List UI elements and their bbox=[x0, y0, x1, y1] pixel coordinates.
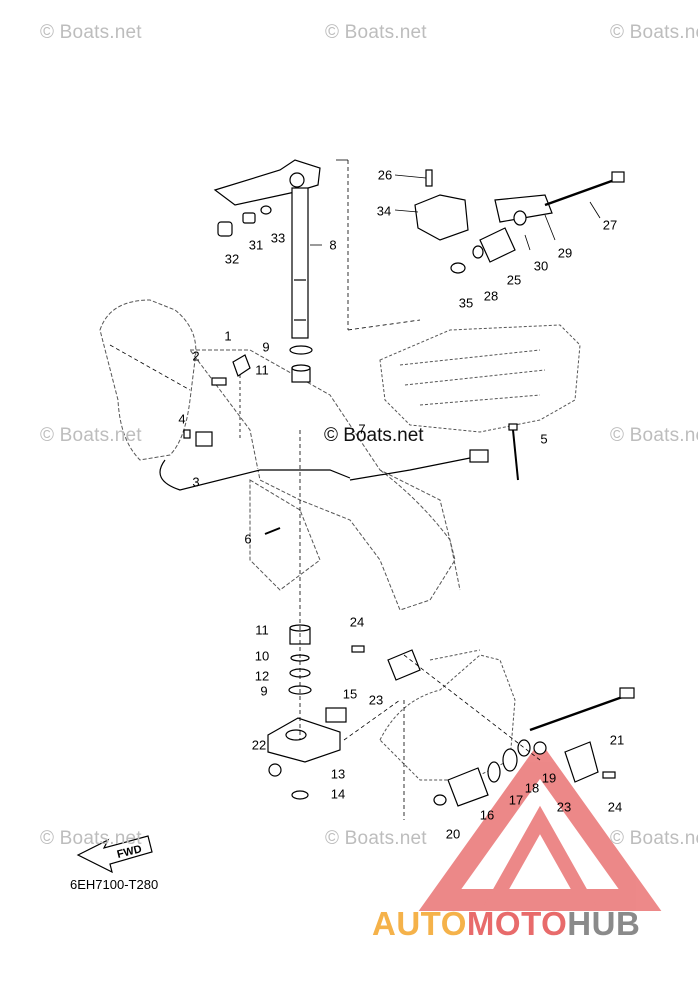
center-watermark-text: © Boats.net bbox=[324, 425, 424, 446]
watermark-text: © Boats.net bbox=[40, 425, 142, 446]
lower-mount-parts bbox=[351, 645, 635, 807]
bushing-stack-upper bbox=[289, 345, 313, 383]
brand-part-3: HUB bbox=[567, 905, 641, 942]
part-5-bolt bbox=[508, 423, 519, 481]
callout-label: 26 bbox=[377, 167, 393, 183]
callout-label: 20 bbox=[445, 826, 461, 842]
callout-label: 24 bbox=[607, 799, 623, 815]
callout-label: 34 bbox=[376, 203, 392, 219]
watermark-text: © Boats.net bbox=[40, 22, 142, 43]
watermark-text: © Boats.net bbox=[610, 425, 698, 446]
parts-31-33 bbox=[217, 205, 272, 237]
watermark-text: © Boats.net bbox=[610, 22, 698, 43]
callout-label: 4 bbox=[178, 411, 186, 427]
callout-label: 6 bbox=[244, 531, 252, 547]
callout-label: 29 bbox=[557, 245, 573, 261]
callout-label: 13 bbox=[330, 766, 346, 782]
callout-label: 33 bbox=[270, 230, 286, 246]
callout-label: 27 bbox=[602, 217, 618, 233]
callout-label: 23 bbox=[368, 692, 384, 708]
callout-label: 11 bbox=[255, 362, 269, 378]
upper-bracket-outline bbox=[99, 299, 461, 611]
callout-label: 9 bbox=[262, 339, 270, 355]
watermark-text: © Boats.net bbox=[325, 828, 427, 849]
callout-label: 7 bbox=[358, 421, 366, 437]
callout-label: 28 bbox=[483, 288, 499, 304]
callout-label: 21 bbox=[609, 732, 625, 748]
callout-label: 8 bbox=[329, 237, 337, 253]
steering-shaft bbox=[213, 159, 321, 339]
callout-label: 35 bbox=[458, 295, 474, 311]
fwd-arrow-icon: FWD bbox=[76, 835, 153, 874]
callout-label: 24 bbox=[349, 614, 365, 630]
callout-label: 12 bbox=[254, 668, 270, 684]
callout-label: 10 bbox=[254, 648, 270, 664]
callout-label: 22 bbox=[251, 737, 267, 753]
brand-logo-triangle bbox=[418, 741, 662, 911]
upper-mount-parts bbox=[414, 169, 625, 274]
diagram-code: 6EH7100-T280 bbox=[70, 877, 159, 892]
brand-wordmark: AUTOMOTOHUB bbox=[372, 905, 640, 943]
watermark-text: © Boats.net bbox=[610, 828, 698, 849]
lower-bushing-stack bbox=[267, 624, 347, 800]
callout-label: 11 bbox=[255, 622, 269, 638]
callout-label: 16 bbox=[479, 807, 495, 823]
brand-part-1: AUTO bbox=[372, 905, 467, 942]
callout-label: 23 bbox=[556, 799, 572, 815]
callout-label: 30 bbox=[533, 258, 549, 274]
callout-label: 17 bbox=[508, 792, 524, 808]
watermark-text: © Boats.net bbox=[325, 22, 427, 43]
callout-label: 19 bbox=[541, 770, 557, 786]
callout-label: 1 bbox=[224, 328, 232, 344]
callout-label: 14 bbox=[330, 786, 346, 802]
brand-part-2: MOTO bbox=[466, 905, 568, 942]
callout-label: 32 bbox=[224, 251, 240, 267]
leader-lines bbox=[109, 159, 601, 820]
fwd-label: FWD bbox=[116, 843, 143, 861]
callout-label: 15 bbox=[342, 686, 358, 702]
parts-1-4 bbox=[159, 354, 489, 491]
callout-label: 3 bbox=[192, 474, 200, 490]
part-6-bolt bbox=[264, 527, 281, 535]
callout-label: 9 bbox=[260, 683, 268, 699]
callout-label: 31 bbox=[248, 237, 264, 253]
callout-label: 5 bbox=[540, 431, 548, 447]
watermark-text: © Boats.net bbox=[40, 828, 142, 849]
callout-label: 25 bbox=[506, 272, 522, 288]
callout-label: 2 bbox=[192, 348, 200, 364]
callout-label: 18 bbox=[524, 780, 540, 796]
bottom-plate-outline bbox=[379, 324, 581, 433]
